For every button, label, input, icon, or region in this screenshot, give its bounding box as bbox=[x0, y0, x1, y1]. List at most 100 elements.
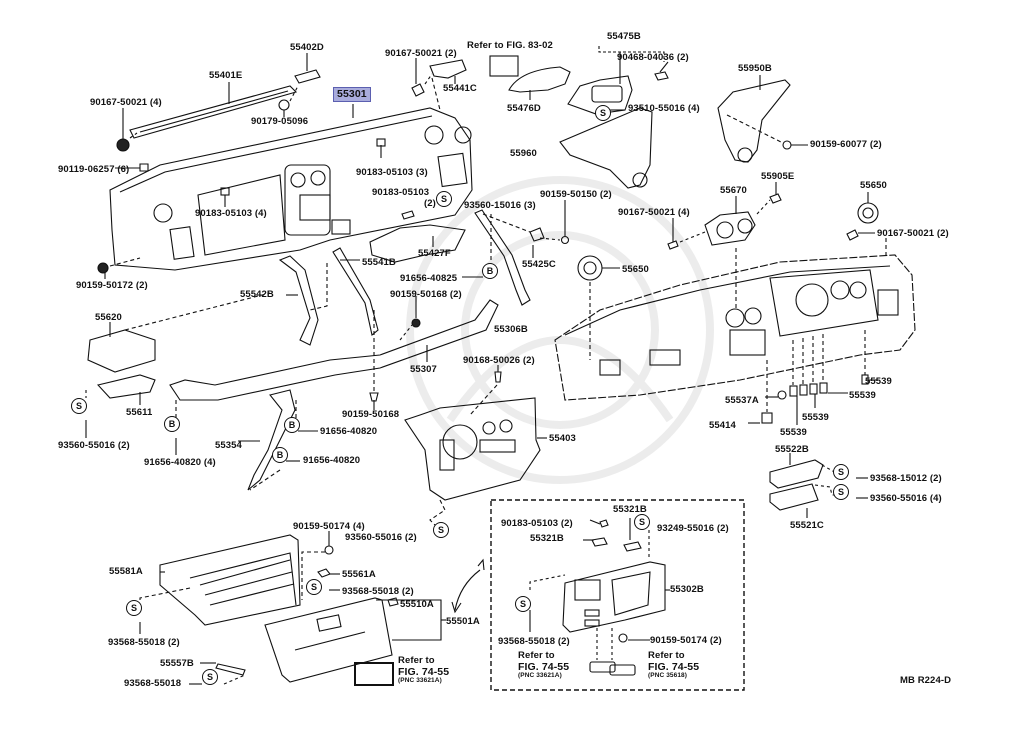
part-label[interactable]: 55541B bbox=[362, 257, 396, 268]
part-label[interactable]: 90159-50172 (2) bbox=[76, 280, 148, 291]
part-label[interactable]: 55403 bbox=[549, 433, 576, 444]
part-label[interactable]: 55521C bbox=[790, 520, 824, 531]
part-label[interactable]: 55537A bbox=[725, 395, 759, 406]
screw-symbol-icon: S bbox=[433, 522, 449, 538]
part-label[interactable]: 90159-50174 (2) bbox=[650, 635, 722, 646]
part-label[interactable]: 55306B bbox=[494, 324, 528, 335]
part-label[interactable]: 93560-55016 (2) bbox=[58, 440, 130, 451]
instrument-panel-55301 bbox=[109, 107, 473, 271]
part-label[interactable]: 93568-55018 (2) bbox=[498, 636, 570, 647]
highlighted-part-label[interactable]: 55301 bbox=[333, 87, 371, 102]
cover-55476d bbox=[508, 66, 571, 93]
part-label[interactable]: 55960 bbox=[510, 148, 537, 159]
part-label[interactable]: 91656-40820 bbox=[303, 455, 361, 466]
dashboard-assembly bbox=[554, 254, 916, 401]
part-label[interactable]: 55427F bbox=[418, 248, 451, 259]
reference-line1: Refer to bbox=[398, 655, 435, 666]
part-label[interactable]: 93510-55016 (4) bbox=[628, 103, 700, 114]
part-label[interactable]: 55539 bbox=[865, 376, 892, 387]
part-label[interactable]: 55539 bbox=[849, 390, 876, 401]
part-label[interactable]: 90167-50021 (4) bbox=[90, 97, 162, 108]
part-label[interactable]: 90167-50021 (2) bbox=[385, 48, 457, 59]
part-label[interactable]: 91656-40825 bbox=[400, 273, 458, 284]
part-label[interactable]: 55476D bbox=[507, 103, 541, 114]
part-label[interactable]: 91656-40820 (4) bbox=[144, 457, 216, 468]
console-55950b bbox=[717, 79, 791, 163]
part-label[interactable]: 55501A bbox=[446, 616, 480, 627]
part-label[interactable]: 90468-04036 (2) bbox=[617, 52, 689, 63]
part-label[interactable]: 55402D bbox=[290, 42, 324, 53]
part-label[interactable]: MB R224-D bbox=[900, 675, 952, 686]
part-label[interactable]: 55401E bbox=[209, 70, 243, 81]
part-label[interactable]: 90119-06257 (6) bbox=[58, 164, 130, 175]
screw-symbol-icon: S bbox=[71, 398, 87, 414]
part-label[interactable]: 55321B bbox=[613, 504, 647, 515]
screw-symbol-icon: S bbox=[515, 596, 531, 612]
part-label[interactable]: 90159-50168 bbox=[342, 409, 400, 420]
part-label[interactable]: 90183-05103 (3) bbox=[356, 167, 428, 178]
part-label[interactable]: 90159-50150 (2) bbox=[540, 189, 612, 200]
part-label[interactable]: 55581A bbox=[109, 566, 143, 577]
screw-symbol-icon: S bbox=[634, 514, 650, 530]
part-label[interactable]: 55557B bbox=[160, 658, 194, 669]
part-label[interactable]: 93568-15012 (2) bbox=[870, 473, 942, 484]
part-label[interactable]: 93568-55018 (2) bbox=[342, 586, 414, 597]
part-label[interactable]: 55542B bbox=[240, 289, 274, 300]
part-label[interactable]: 55522B bbox=[775, 444, 809, 455]
part-label[interactable]: 55539 bbox=[780, 427, 807, 438]
part-label[interactable]: 90179-05096 bbox=[251, 116, 309, 127]
part-label[interactable]: Refer to FIG. 83-02 bbox=[467, 40, 553, 51]
part-label[interactable]: 55307 bbox=[410, 364, 437, 375]
screw-symbol-icon: S bbox=[126, 600, 142, 616]
part-label[interactable]: 91656-40820 bbox=[320, 426, 378, 437]
part-label[interactable]: 55425C bbox=[522, 259, 556, 270]
part-label[interactable]: 55611 bbox=[126, 407, 153, 418]
reference-line3: (PNC 33621A) bbox=[518, 672, 562, 679]
part-label[interactable]: 55510A bbox=[400, 599, 434, 610]
part-label[interactable]: 90183-05103 (4) bbox=[195, 208, 267, 219]
part-label[interactable]: 55302B bbox=[670, 584, 704, 595]
part-label[interactable]: 90167-50021 (4) bbox=[618, 207, 690, 218]
part-label[interactable]: 90168-50026 (2) bbox=[463, 355, 535, 366]
clip-90167 bbox=[411, 83, 425, 97]
ashtray-55522b bbox=[769, 459, 824, 489]
part-label[interactable]: 93560-15016 (3) bbox=[464, 200, 536, 211]
part-label[interactable]: (2) bbox=[424, 198, 436, 209]
part-label[interactable]: 55670 bbox=[720, 185, 747, 196]
part-label[interactable]: 55905E bbox=[761, 171, 795, 182]
part-label[interactable]: 55441C bbox=[443, 83, 477, 94]
part-label[interactable]: 55354 bbox=[215, 440, 242, 451]
part-label[interactable]: 90167-50021 (2) bbox=[877, 228, 949, 239]
bracket-55611 bbox=[96, 374, 156, 399]
part-label[interactable]: 55321B bbox=[530, 533, 564, 544]
part-label[interactable]: 93568-55018 bbox=[124, 678, 182, 689]
part-label[interactable]: 55539 bbox=[802, 412, 829, 423]
part-label[interactable]: 55475B bbox=[607, 31, 641, 42]
part-label[interactable]: 90159-60077 (2) bbox=[810, 139, 882, 150]
brace-55354 bbox=[247, 389, 296, 491]
part-label[interactable]: 55650 bbox=[860, 180, 887, 191]
part-label[interactable]: 93560-55016 (4) bbox=[870, 493, 942, 504]
screw-symbol-icon: S bbox=[833, 464, 849, 480]
bolt-symbol-icon: B bbox=[272, 447, 288, 463]
part-label[interactable]: 55561A bbox=[342, 569, 376, 580]
part-label[interactable]: 90159-50168 (2) bbox=[390, 289, 462, 300]
part-label[interactable]: 93568-55018 (2) bbox=[108, 637, 180, 648]
part-label[interactable]: 90159-50174 (4) bbox=[293, 521, 365, 532]
glovebox-55581a bbox=[159, 534, 301, 626]
part-label[interactable]: 55620 bbox=[95, 312, 122, 323]
brace-55542b bbox=[278, 255, 319, 346]
part-label[interactable]: 93560-55016 (2) bbox=[345, 532, 417, 543]
part-label[interactable]: 55650 bbox=[622, 264, 649, 275]
part-label[interactable]: 90183-05103 bbox=[372, 187, 430, 198]
part-label[interactable]: 55950B bbox=[738, 63, 772, 74]
part-label[interactable]: 93249-55016 (2) bbox=[657, 523, 729, 534]
part-label[interactable]: 55414 bbox=[709, 420, 736, 431]
screw-symbol-icon: S bbox=[436, 191, 452, 207]
bolt-symbol-icon: B bbox=[284, 417, 300, 433]
part-label[interactable]: 90183-05103 (2) bbox=[501, 518, 573, 529]
